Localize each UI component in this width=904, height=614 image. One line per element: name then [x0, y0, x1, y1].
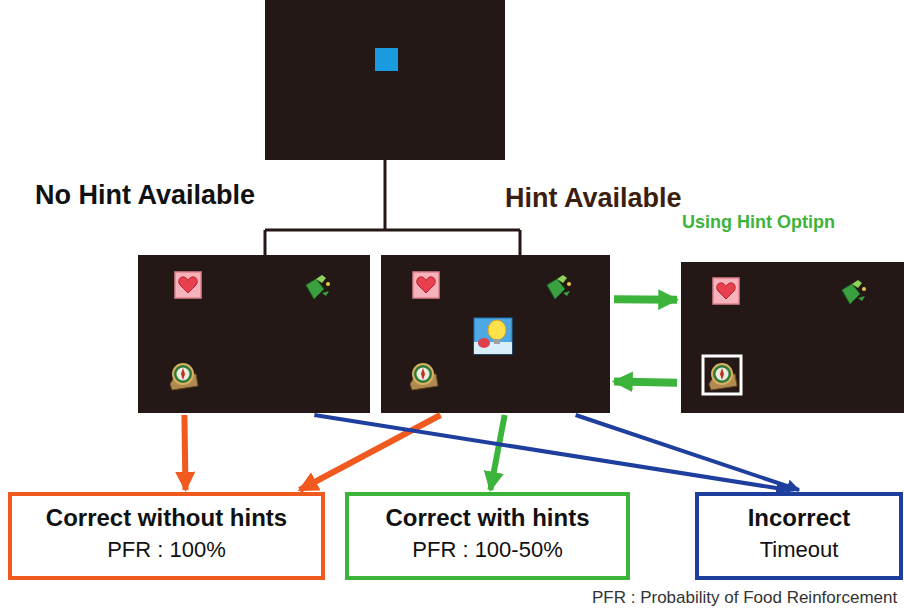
screen-heading: No Hint Available — [35, 180, 255, 211]
outcome-box: Correct with hintsPFR : 100-50% — [345, 492, 630, 580]
outcome-detail: Timeout — [705, 534, 893, 566]
flow-arrow — [576, 415, 799, 490]
flow-arrow — [184, 415, 185, 490]
screen-panel: Using Hint Optipn — [681, 262, 904, 413]
flow-arrow — [614, 381, 677, 382]
outcome-title: Correct without hints — [18, 502, 315, 534]
flow-arrow — [490, 415, 504, 490]
screen-panel: No Hint Available — [138, 255, 370, 413]
screen-heading: Hint Available — [505, 183, 682, 214]
outcome-detail: PFR : 100-50% — [355, 534, 620, 566]
screen-panel: Hint Available — [381, 255, 610, 413]
flow-arrow — [300, 415, 441, 490]
flow-arrow — [314, 415, 788, 490]
footnote: PFR : Probability of Food Reinforcement — [592, 588, 897, 608]
outcome-box: Correct without hintsPFR : 100% — [8, 492, 325, 580]
outcome-box: IncorrectTimeout — [695, 492, 903, 580]
outcome-title: Correct with hints — [355, 502, 620, 534]
screen-heading: Using Hint Optipn — [682, 212, 835, 233]
outcome-detail: PFR : 100% — [18, 534, 315, 566]
flow-arrow — [614, 295, 677, 304]
outcome-title: Incorrect — [705, 502, 893, 534]
